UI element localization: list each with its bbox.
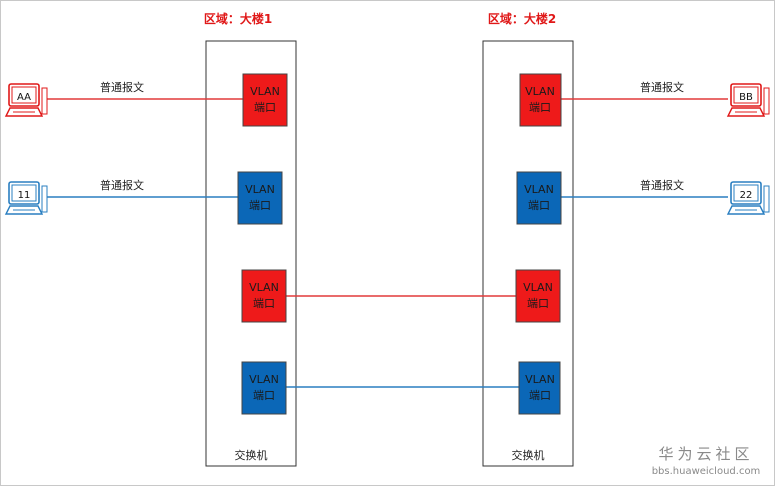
switch2-port-red-2: VLAN 端口 [515, 269, 561, 323]
port-label: VLAN [523, 281, 553, 294]
port-label: VLAN [525, 373, 555, 386]
port-label: VLAN [525, 85, 555, 98]
port-sublabel: 端口 [528, 199, 550, 212]
region-1-title: 区域：大楼1 [204, 11, 272, 26]
watermark-url: bbs.huaweicloud.com [652, 466, 761, 477]
switch1-port-blue-1: VLAN 端口 [237, 171, 283, 225]
port-sublabel: 端口 [253, 297, 275, 310]
port-label: VLAN [249, 373, 279, 386]
switch-1-label: 交换机 [235, 448, 268, 462]
switch1-port-red-2: VLAN 端口 [241, 269, 287, 323]
switch2-port-blue-2: VLAN 端口 [518, 361, 561, 415]
region-2-title: 区域：大楼2 [488, 11, 556, 26]
port-label: VLAN [245, 183, 275, 196]
port-sublabel: 端口 [249, 199, 271, 212]
port-label: VLAN [250, 85, 280, 98]
watermark-brand: 华为云社区 [658, 445, 753, 463]
port-label: VLAN [249, 281, 279, 294]
pc-bb: BB [727, 83, 770, 117]
switch2-port-red-1: VLAN 端口 [519, 73, 562, 127]
message-label-bb: 普通报文 [640, 80, 684, 94]
pc-22: 22 [727, 181, 770, 215]
pc-bb-name: BB [739, 92, 753, 103]
port-sublabel: 端口 [254, 101, 276, 114]
message-label-11: 普通报文 [100, 178, 144, 192]
pc-11-name: 11 [18, 190, 31, 201]
pc-aa: AA [5, 83, 48, 117]
port-sublabel: 端口 [253, 389, 275, 402]
message-label-22: 普通报文 [640, 178, 684, 192]
switch-2-label: 交换机 [512, 448, 545, 462]
pc-11: 11 [5, 181, 48, 215]
pc-aa-name: AA [17, 92, 31, 103]
message-label-aa: 普通报文 [100, 80, 144, 94]
switch1-port-red-1: VLAN 端口 [242, 73, 288, 127]
switch2-port-blue-1: VLAN 端口 [516, 171, 562, 225]
port-sublabel: 端口 [527, 297, 549, 310]
switch1-port-blue-2: VLAN 端口 [241, 361, 287, 415]
pc-22-name: 22 [740, 190, 753, 201]
port-sublabel: 端口 [529, 101, 551, 114]
port-label: VLAN [524, 183, 554, 196]
port-sublabel: 端口 [529, 389, 551, 402]
